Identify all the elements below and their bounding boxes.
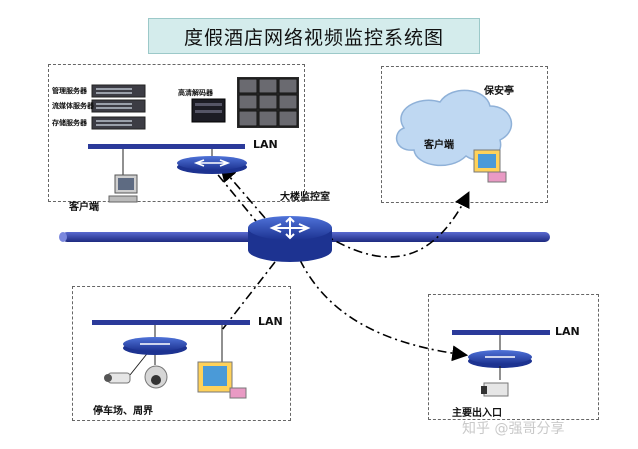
security-label: 保安亭 xyxy=(484,86,514,97)
decoder-device xyxy=(191,98,226,123)
control-client-computer xyxy=(108,174,138,203)
control-room-label: 大楼监控室 xyxy=(280,192,330,203)
entrance-switch xyxy=(468,350,532,368)
parking-label: 停车场、周界 xyxy=(93,406,153,417)
link-control-parking xyxy=(213,169,261,227)
parking-lan-bar xyxy=(92,320,250,325)
core-router xyxy=(248,216,332,262)
security-monitor xyxy=(473,149,507,183)
parking-zone xyxy=(72,286,291,421)
control-lan-label: LAN xyxy=(253,138,278,151)
server-label-streaming: 流媒体服务器 xyxy=(52,102,94,110)
watermark: 知乎 @强哥分享 xyxy=(462,421,565,437)
parking-switch xyxy=(123,337,187,355)
link-to-entrance xyxy=(299,259,469,362)
server-label-management: 管理服务器 xyxy=(52,87,87,95)
link-to-control-room xyxy=(219,165,266,219)
control-switch xyxy=(177,156,247,174)
bullet-camera xyxy=(104,372,131,384)
link-to-security xyxy=(319,191,470,258)
parking-monitor xyxy=(197,361,247,399)
dome-camera xyxy=(144,365,168,389)
decoder-label: 高清解码器 xyxy=(178,89,213,97)
server-rack xyxy=(91,84,146,130)
control-client-label: 客户端 xyxy=(69,202,99,213)
security-client-label: 客户端 xyxy=(424,140,454,151)
entrance-camera xyxy=(481,382,509,397)
server-label-storage: 存储服务器 xyxy=(52,119,87,127)
link-to-parking xyxy=(221,261,276,331)
diagram-title: 度假酒店网络视频监控系统图 xyxy=(148,18,480,54)
video-wall xyxy=(237,77,299,128)
entrance-label: 主要出入口 xyxy=(452,408,502,419)
control-lan-bar xyxy=(88,144,245,149)
entrance-lan-label: LAN xyxy=(555,325,580,338)
security-cloud xyxy=(395,89,513,167)
entrance-lan-bar xyxy=(452,330,550,335)
parking-lan-label: LAN xyxy=(258,315,283,328)
